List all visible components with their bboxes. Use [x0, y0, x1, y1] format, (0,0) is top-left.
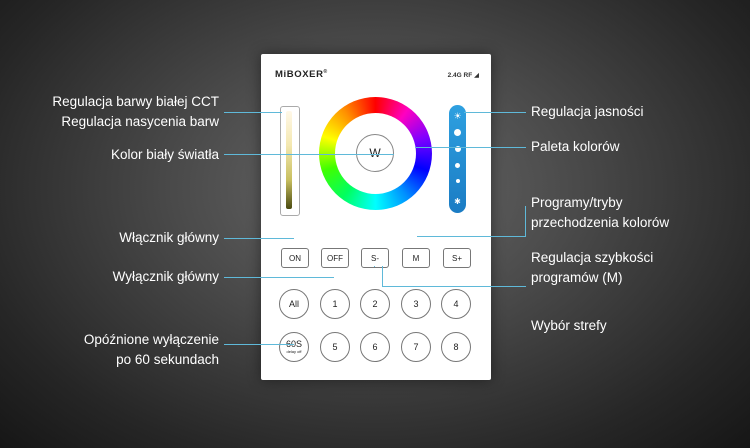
mode-button[interactable]: M	[402, 248, 430, 268]
cct-slider[interactable]	[280, 106, 300, 216]
delay-off-button-caption: delay off	[286, 349, 302, 354]
signal-icon: ◢	[474, 72, 479, 79]
sun-icon: ✱	[454, 197, 461, 206]
palette-label: Paleta kolorów	[531, 139, 620, 154]
delay-label-line1: Opóźnione wyłączenie	[83, 332, 219, 347]
zone-1-button[interactable]: 1	[320, 289, 350, 319]
brightness-dot	[455, 179, 460, 183]
brightness-label: Regulacja jasności	[531, 104, 644, 119]
callout-line-off	[224, 277, 334, 278]
cct-slider-track	[286, 111, 292, 209]
callout-line-white	[224, 154, 394, 155]
main-on-label: Włącznik główny	[119, 230, 219, 245]
brightness-slider[interactable]: ☀ ✱	[449, 105, 466, 213]
callout-line-brightness	[464, 112, 526, 113]
zone-6-button[interactable]: 6	[360, 332, 390, 362]
callout-line-speed-vertical	[382, 266, 383, 286]
white-color-label: Kolor biały światła	[110, 147, 219, 162]
brightness-dot	[455, 163, 460, 168]
delay-label: Opóźnione wyłączenie po 60 sekundach	[84, 330, 219, 370]
speed-up-button[interactable]: S+	[443, 248, 471, 268]
zone-3-button[interactable]: 3	[401, 289, 431, 319]
white-button[interactable]: W	[356, 134, 394, 172]
speed-label-line1: Regulacja szybkości	[531, 250, 654, 265]
speed-down-button[interactable]: S-	[361, 248, 389, 268]
sun-icon: ☀	[453, 111, 462, 121]
zone-4-button[interactable]: 4	[441, 289, 471, 319]
zone-7-button[interactable]: 7	[401, 332, 431, 362]
brand-logo: MiBOXER®	[275, 69, 328, 81]
brightness-dot	[454, 129, 461, 136]
brightness-dot	[454, 146, 461, 152]
cct-label-line2: Regulacja nasycenia barw	[61, 114, 219, 129]
zone-5-button[interactable]: 5	[320, 332, 350, 362]
programs-label-line1: Programy/tryby	[531, 195, 623, 210]
callout-line-palette	[415, 147, 526, 148]
zone-2-button[interactable]: 2	[360, 289, 390, 319]
rf-badge: 2.4G RF ◢	[447, 72, 479, 79]
zones-label: Wybór strefy	[531, 318, 607, 333]
callout-line-speed	[382, 286, 526, 287]
callout-line-on	[224, 238, 294, 239]
zone-8-button[interactable]: 8	[441, 332, 471, 362]
callout-line-cct	[224, 112, 282, 113]
on-button[interactable]: ON	[281, 248, 309, 268]
zone-all-button[interactable]: All	[279, 289, 309, 319]
programs-label-line2: przechodzenia kolorów	[531, 215, 670, 230]
callout-line-speed-stub	[374, 266, 375, 267]
callout-line-programs	[417, 236, 525, 237]
programs-label: Programy/tryby przechodzenia kolorów	[531, 193, 669, 233]
remote-panel: MiBOXER® 2.4G RF ◢ W ☀ ✱ ON OFF S- M S+ …	[261, 54, 491, 380]
cct-label-line1: Regulacja barwy białej CCT	[52, 94, 219, 109]
callout-line-delay	[224, 344, 294, 345]
delay-off-button[interactable]: 60S delay off	[279, 332, 309, 362]
cct-label: Regulacja barwy białej CCT Regulacja nas…	[52, 92, 219, 132]
delay-label-line2: po 60 sekundach	[116, 352, 219, 367]
speed-label-line2: programów (M)	[531, 270, 623, 285]
speed-label: Regulacja szybkości programów (M)	[531, 248, 653, 288]
off-button[interactable]: OFF	[321, 248, 349, 268]
callout-line-programs-vertical	[525, 206, 526, 237]
main-off-label: Wyłącznik główny	[112, 269, 219, 284]
